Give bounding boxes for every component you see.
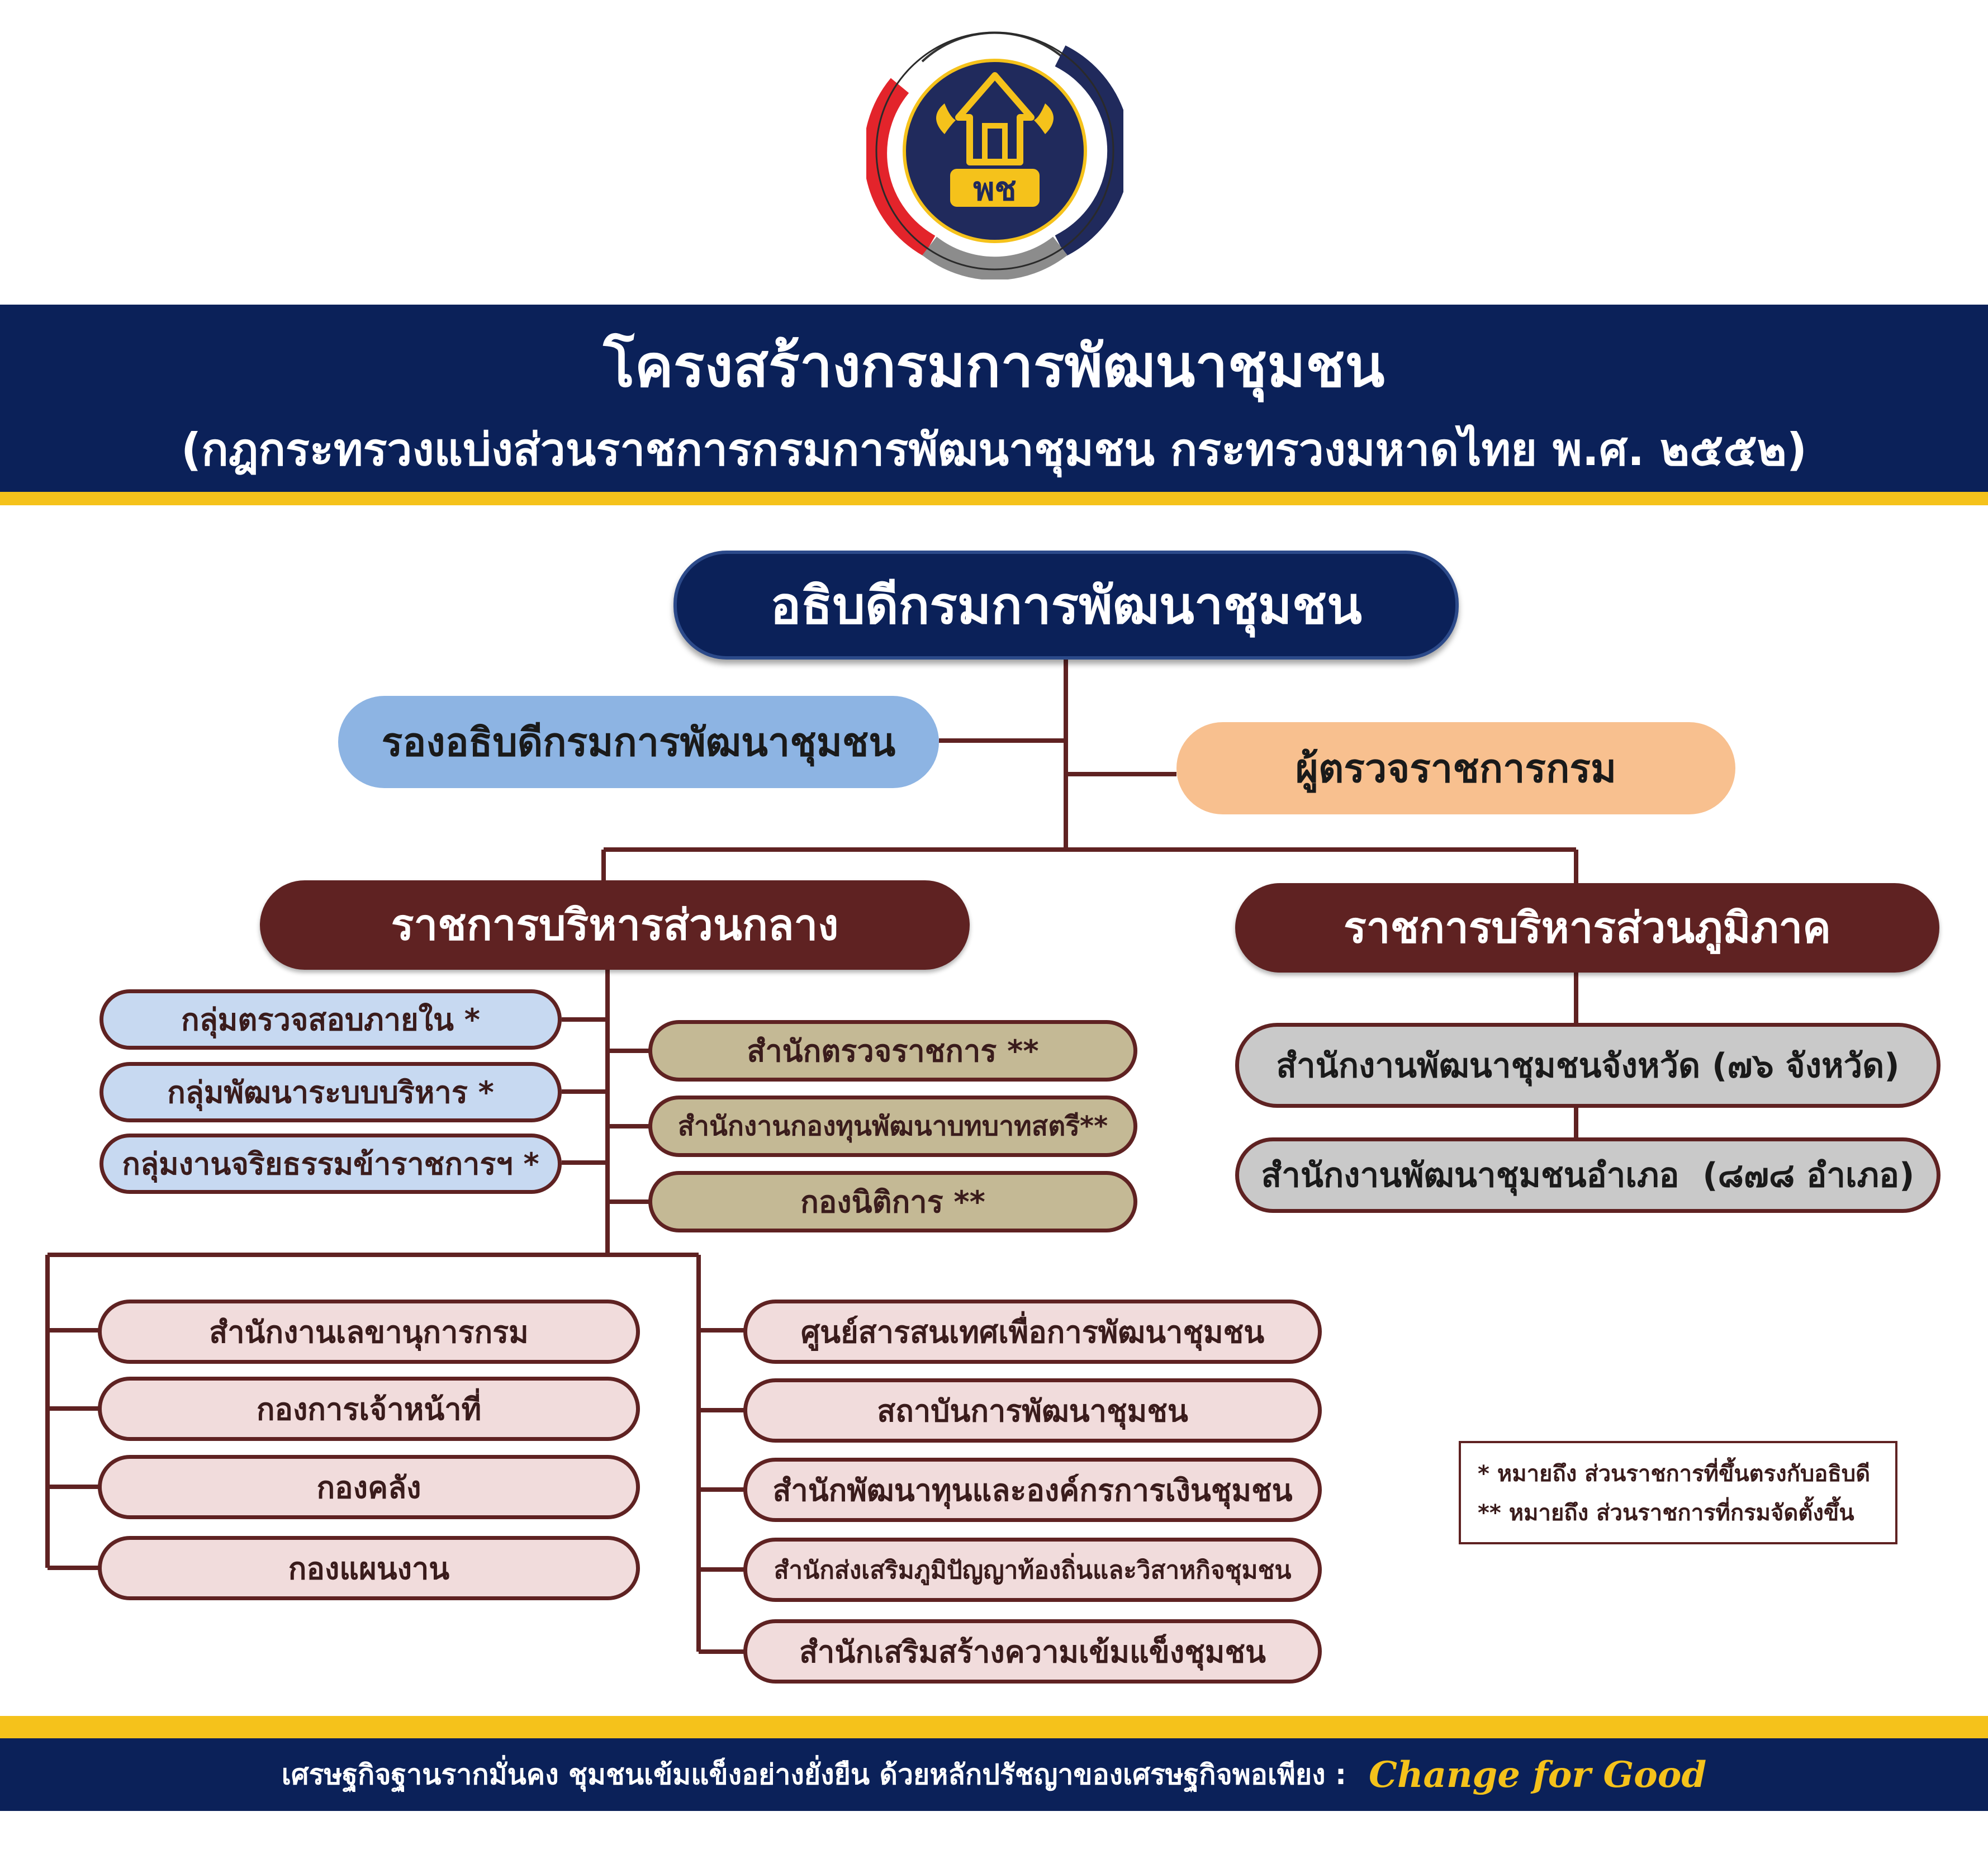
central-unit-box: สถาบันการพัฒนาชุมชน (743, 1378, 1322, 1443)
central-unit-label: กองแผนงาน (288, 1550, 450, 1586)
footer-band (0, 1738, 1988, 1811)
footer-motto: เศรษฐกิจฐานรากมั่นคง ชุมชนเข้มแข็งอย่างย… (281, 1758, 1346, 1791)
director-general-label: อธิบดีกรมการพัฒนาชุมชน (770, 576, 1362, 636)
central-unit-box: กองคลัง (98, 1455, 640, 1519)
established-unit-label: สำนักงานกองทุนพัฒนาบทบาทสตรี** (677, 1111, 1108, 1142)
central-unit-label: สถาบันการพัฒนาชุมชน (877, 1393, 1188, 1429)
legend-item: * หมายถึง ส่วนราชการที่ขึ้นตรงกับอธิบดี (1478, 1461, 1871, 1487)
header-band (0, 305, 1988, 492)
regional-administration-label: ราชการบริหารส่วนภูมิภาค (1343, 903, 1832, 952)
legend: * หมายถึง ส่วนราชการที่ขึ้นตรงกับอธิบดี … (1459, 1441, 1897, 1544)
regional-unit-label: สำนักงานพัฒนาชุมชนจังหวัด (๗๖ จังหวัด) (1276, 1046, 1900, 1085)
footer: เศรษฐกิจฐานรากมั่นคง ชุมชนเข้มแข็งอย่างย… (0, 1738, 1988, 1811)
central-administration-box: ราชการบริหารส่วนกลาง (260, 880, 970, 970)
direct-group-box: กลุ่มงานจริยธรรมข้าราชการฯ * (99, 1134, 562, 1194)
established-unit-box: กองนิติการ ** (648, 1171, 1137, 1232)
regional-unit-box: สำนักงานพัฒนาชุมชนอำเภอ (๘๗๘ อำเภอ) (1235, 1137, 1940, 1213)
direct-group-box: กลุ่มพัฒนาระบบบริหาร * (99, 1062, 562, 1122)
established-unit-box: สำนักตรวจราชการ ** (648, 1020, 1137, 1082)
inspector-label: ผู้ตรวจราชการกรม (1295, 746, 1617, 791)
central-unit-label: กองคลัง (316, 1469, 421, 1505)
deputy-director-box: รองอธิบดีกรมการพัฒนาชุมชน (338, 696, 939, 788)
regional-administration-box: ราชการบริหารส่วนภูมิภาค (1235, 883, 1939, 973)
central-unit-label: สำนักงานเลขานุการกรม (209, 1314, 529, 1350)
central-unit-box: กองแผนงาน (98, 1536, 640, 1600)
legend-item: ** หมายถึง ส่วนราชการที่กรมจัดตั้งขึ้น (1478, 1500, 1854, 1526)
logo-letters: พช (973, 170, 1017, 208)
central-unit-label: ศูนย์สารสนเทศเพื่อการพัฒนาชุมชน (800, 1314, 1265, 1350)
central-unit-box: สำนักเสริมสร้างความเข้มแข็งชุมชน (743, 1619, 1322, 1684)
page-subtitle: (กฎกระทรวงแบ่งส่วนราชการกรมการพัฒนาชุมชน… (181, 424, 1807, 476)
central-unit-label: กองการเจ้าหน้าที่ (256, 1391, 482, 1427)
central-administration-label: ราชการบริหารส่วนกลาง (391, 900, 839, 950)
established-unit-label: สำนักตรวจราชการ ** (747, 1033, 1039, 1069)
central-unit-box: สำนักพัฒนาทุนและองค์กรการเงินชุมชน (743, 1458, 1322, 1522)
footer-slogan: Change for Good (1369, 1753, 1707, 1796)
regional-unit-label: สำนักงานพัฒนาชุมชนอำเภอ (๘๗๘ อำเภอ) (1261, 1156, 1915, 1195)
central-unit-label: สำนักพัฒนาทุนและองค์กรการเงินชุมชน (772, 1472, 1293, 1508)
page-title: โครงสร้างกรมการพัฒนาชุมชน (603, 332, 1385, 400)
direct-group-box: กลุ่มตรวจสอบภายใน * (99, 989, 562, 1050)
header-gold-stripe (0, 492, 1988, 505)
central-unit-label: สำนักส่งเสริมภูมิปัญญาท้องถิ่นและวิสาหกิ… (774, 1556, 1292, 1585)
central-unit-box: สำนักส่งเสริมภูมิปัญญาท้องถิ่นและวิสาหกิ… (743, 1538, 1322, 1602)
direct-group-label: กลุ่มงานจริยธรรมข้าราชการฯ * (122, 1146, 539, 1182)
direct-group-label: กลุ่มตรวจสอบภายใน * (181, 1002, 480, 1037)
established-unit-label: กองนิติการ ** (800, 1184, 985, 1220)
direct-group-label: กลุ่มพัฒนาระบบบริหาร * (167, 1075, 494, 1110)
deputy-director-label: รองอธิบดีกรมการพัฒนาชุมชน (381, 719, 896, 765)
central-unit-box: กองการเจ้าหน้าที่ (98, 1377, 640, 1441)
department-logo: พช (866, 22, 1123, 279)
central-unit-box: ศูนย์สารสนเทศเพื่อการพัฒนาชุมชน (743, 1300, 1322, 1364)
central-unit-box: สำนักงานเลขานุการกรม (98, 1300, 640, 1364)
central-unit-label: สำนักเสริมสร้างความเข้มแข็งชุมชน (799, 1634, 1266, 1670)
inspector-box: ผู้ตรวจราชการกรม (1176, 722, 1735, 814)
footer-gold-stripe (0, 1716, 1988, 1738)
established-unit-box: สำนักงานกองทุนพัฒนาบทบาทสตรี** (648, 1096, 1137, 1157)
regional-unit-box: สำนักงานพัฒนาชุมชนจังหวัด (๗๖ จังหวัด) (1235, 1023, 1940, 1108)
director-general-box: อธิบดีกรมการพัฒนาชุมชน (673, 551, 1459, 660)
